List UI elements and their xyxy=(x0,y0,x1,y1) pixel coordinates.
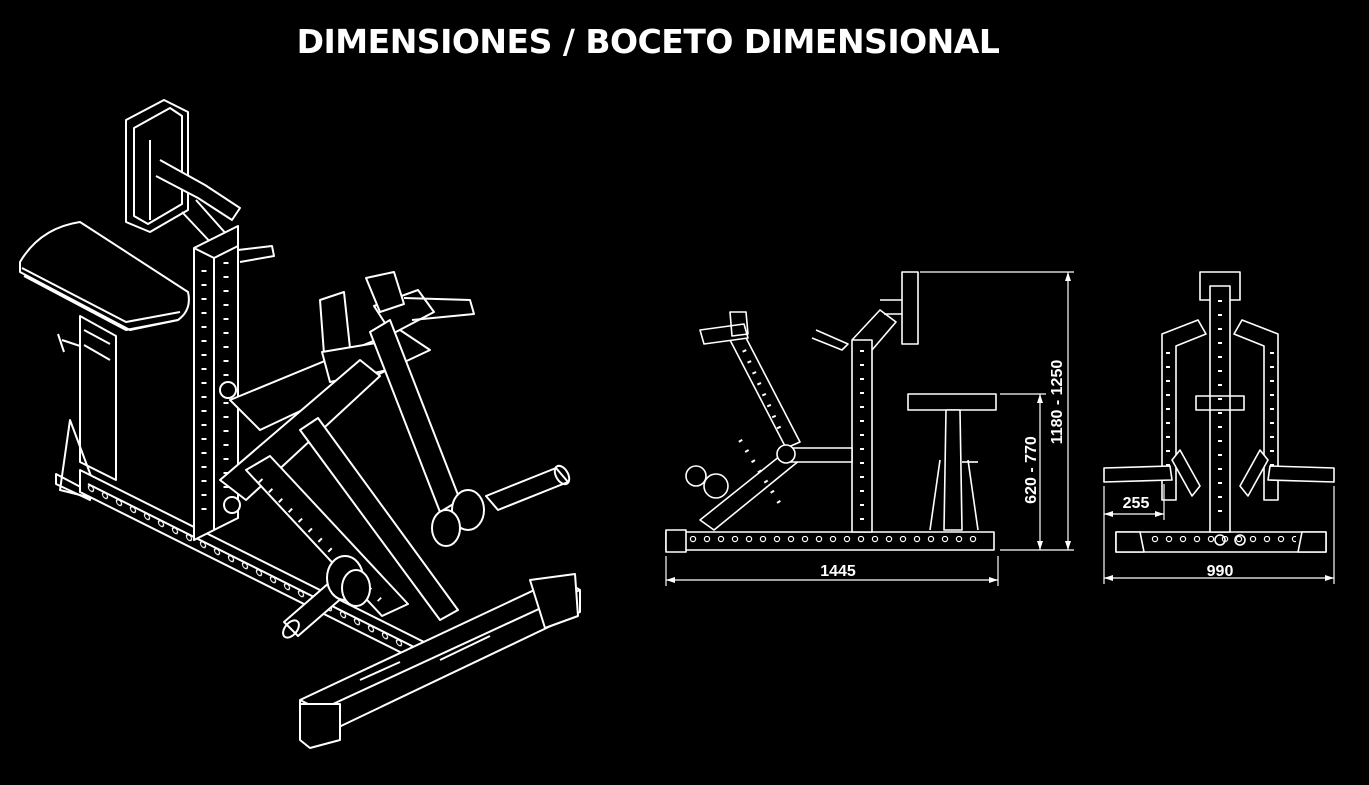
seat-height-label: 620 - 770 xyxy=(1023,436,1040,504)
side-view xyxy=(665,271,997,553)
front-width-label: 990 xyxy=(1207,563,1234,580)
front-view xyxy=(1103,271,1335,553)
side-dimension-lines xyxy=(665,271,1074,586)
isometric-view xyxy=(19,99,581,749)
seat-pad xyxy=(19,221,190,331)
back-pad xyxy=(125,99,189,233)
column xyxy=(193,225,239,541)
handle-lower xyxy=(282,555,371,639)
total-height-label: 1180 - 1250 xyxy=(1049,360,1066,445)
side-length-label: 1445 xyxy=(820,563,856,580)
lever-arm xyxy=(219,319,461,621)
front-dimension-lines xyxy=(1103,484,1335,584)
handle-offset-label: 255 xyxy=(1123,495,1150,512)
page-title: DIMENSIONES / BOCETO DIMENSIONAL xyxy=(296,22,1000,61)
base-beam xyxy=(79,469,441,673)
handle-upper xyxy=(431,464,571,547)
